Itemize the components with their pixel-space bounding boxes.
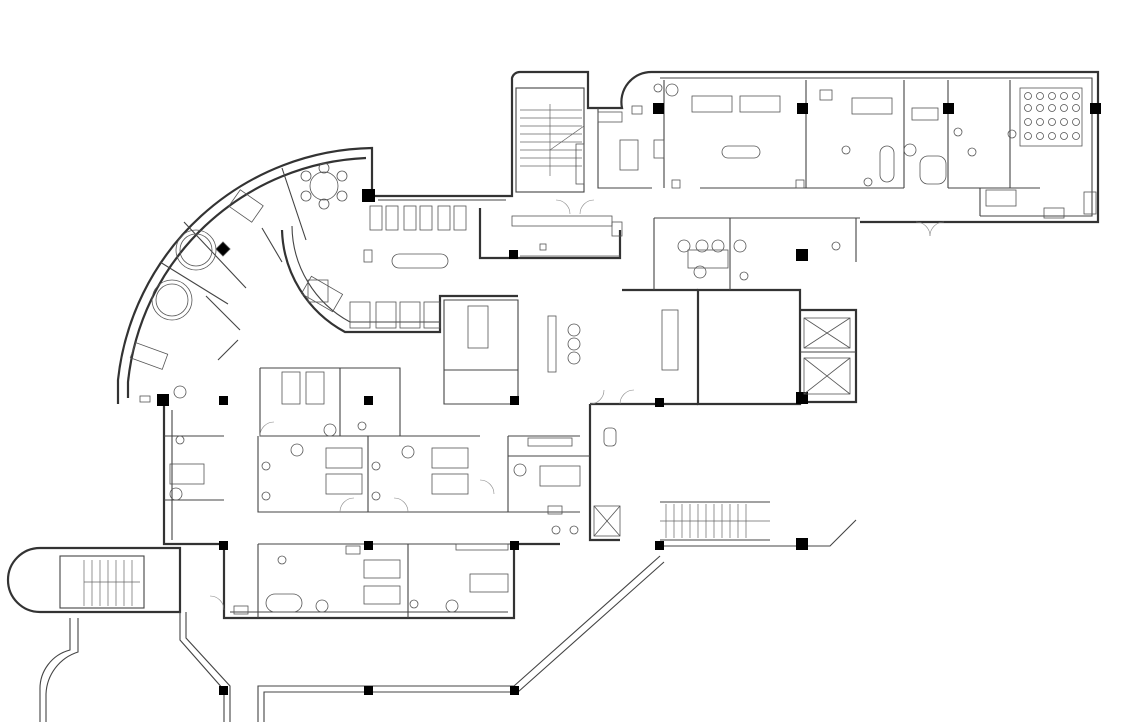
- conference-table: [1019, 87, 1083, 147]
- column-icon: [796, 538, 808, 550]
- bed-icon: [129, 95, 893, 605]
- column-icon: [796, 249, 808, 261]
- north-wing-wall-inner: [378, 77, 1093, 217]
- elevator-shaft-wall: [800, 308, 858, 404]
- column-icon: [219, 541, 228, 550]
- column-icon: [510, 396, 519, 405]
- fixtures: [139, 89, 1097, 615]
- toilet-icon: [175, 83, 1017, 609]
- curved-corridor-wall-inner: [291, 225, 440, 323]
- table-icon: [151, 107, 939, 373]
- chair-icon: [169, 83, 917, 613]
- column-icon: [219, 686, 228, 695]
- column-icon: [364, 396, 373, 405]
- stair-icon: [515, 87, 585, 193]
- column-icon: [362, 189, 375, 202]
- column-icon: [157, 394, 169, 406]
- stair-icon: [660, 504, 770, 538]
- column-icon: [655, 398, 664, 407]
- column-icon: [510, 686, 519, 695]
- stair-icon: [59, 555, 145, 609]
- column-icon: [943, 103, 954, 114]
- exterior-walls: [6, 70, 1100, 722]
- reception-wall: [478, 208, 622, 260]
- site-line-west-2: [179, 612, 231, 722]
- column-icon: [510, 541, 519, 550]
- curved-wing-inner-wall: [126, 156, 367, 398]
- site-line-south: [257, 555, 665, 722]
- elevator-icon: [593, 317, 851, 537]
- structural-columns: [157, 103, 1101, 695]
- bathtub-icon: [265, 145, 947, 613]
- curved-wing-outer-wall: [116, 146, 374, 404]
- east-block-wall: [696, 288, 802, 406]
- ramp-east: [660, 501, 857, 547]
- site-line-west: [39, 618, 79, 722]
- door-swings: [209, 199, 945, 611]
- column-icon: [364, 686, 373, 695]
- column-icon: [364, 541, 373, 550]
- interior-partitions: [159, 80, 1040, 618]
- column-icon: [796, 392, 808, 404]
- column-icon: [509, 250, 518, 259]
- reception-counter: [511, 215, 623, 257]
- chair-icon: [307, 205, 467, 329]
- sw-stair-wall: [6, 546, 182, 614]
- column-icon: [219, 396, 228, 405]
- corridor-east-wall: [588, 288, 698, 542]
- north-wing-wall: [372, 70, 1100, 224]
- column-icon: [655, 541, 664, 550]
- column-icon: [797, 103, 808, 114]
- column-icon: [1090, 103, 1101, 114]
- column-icon: [653, 103, 664, 114]
